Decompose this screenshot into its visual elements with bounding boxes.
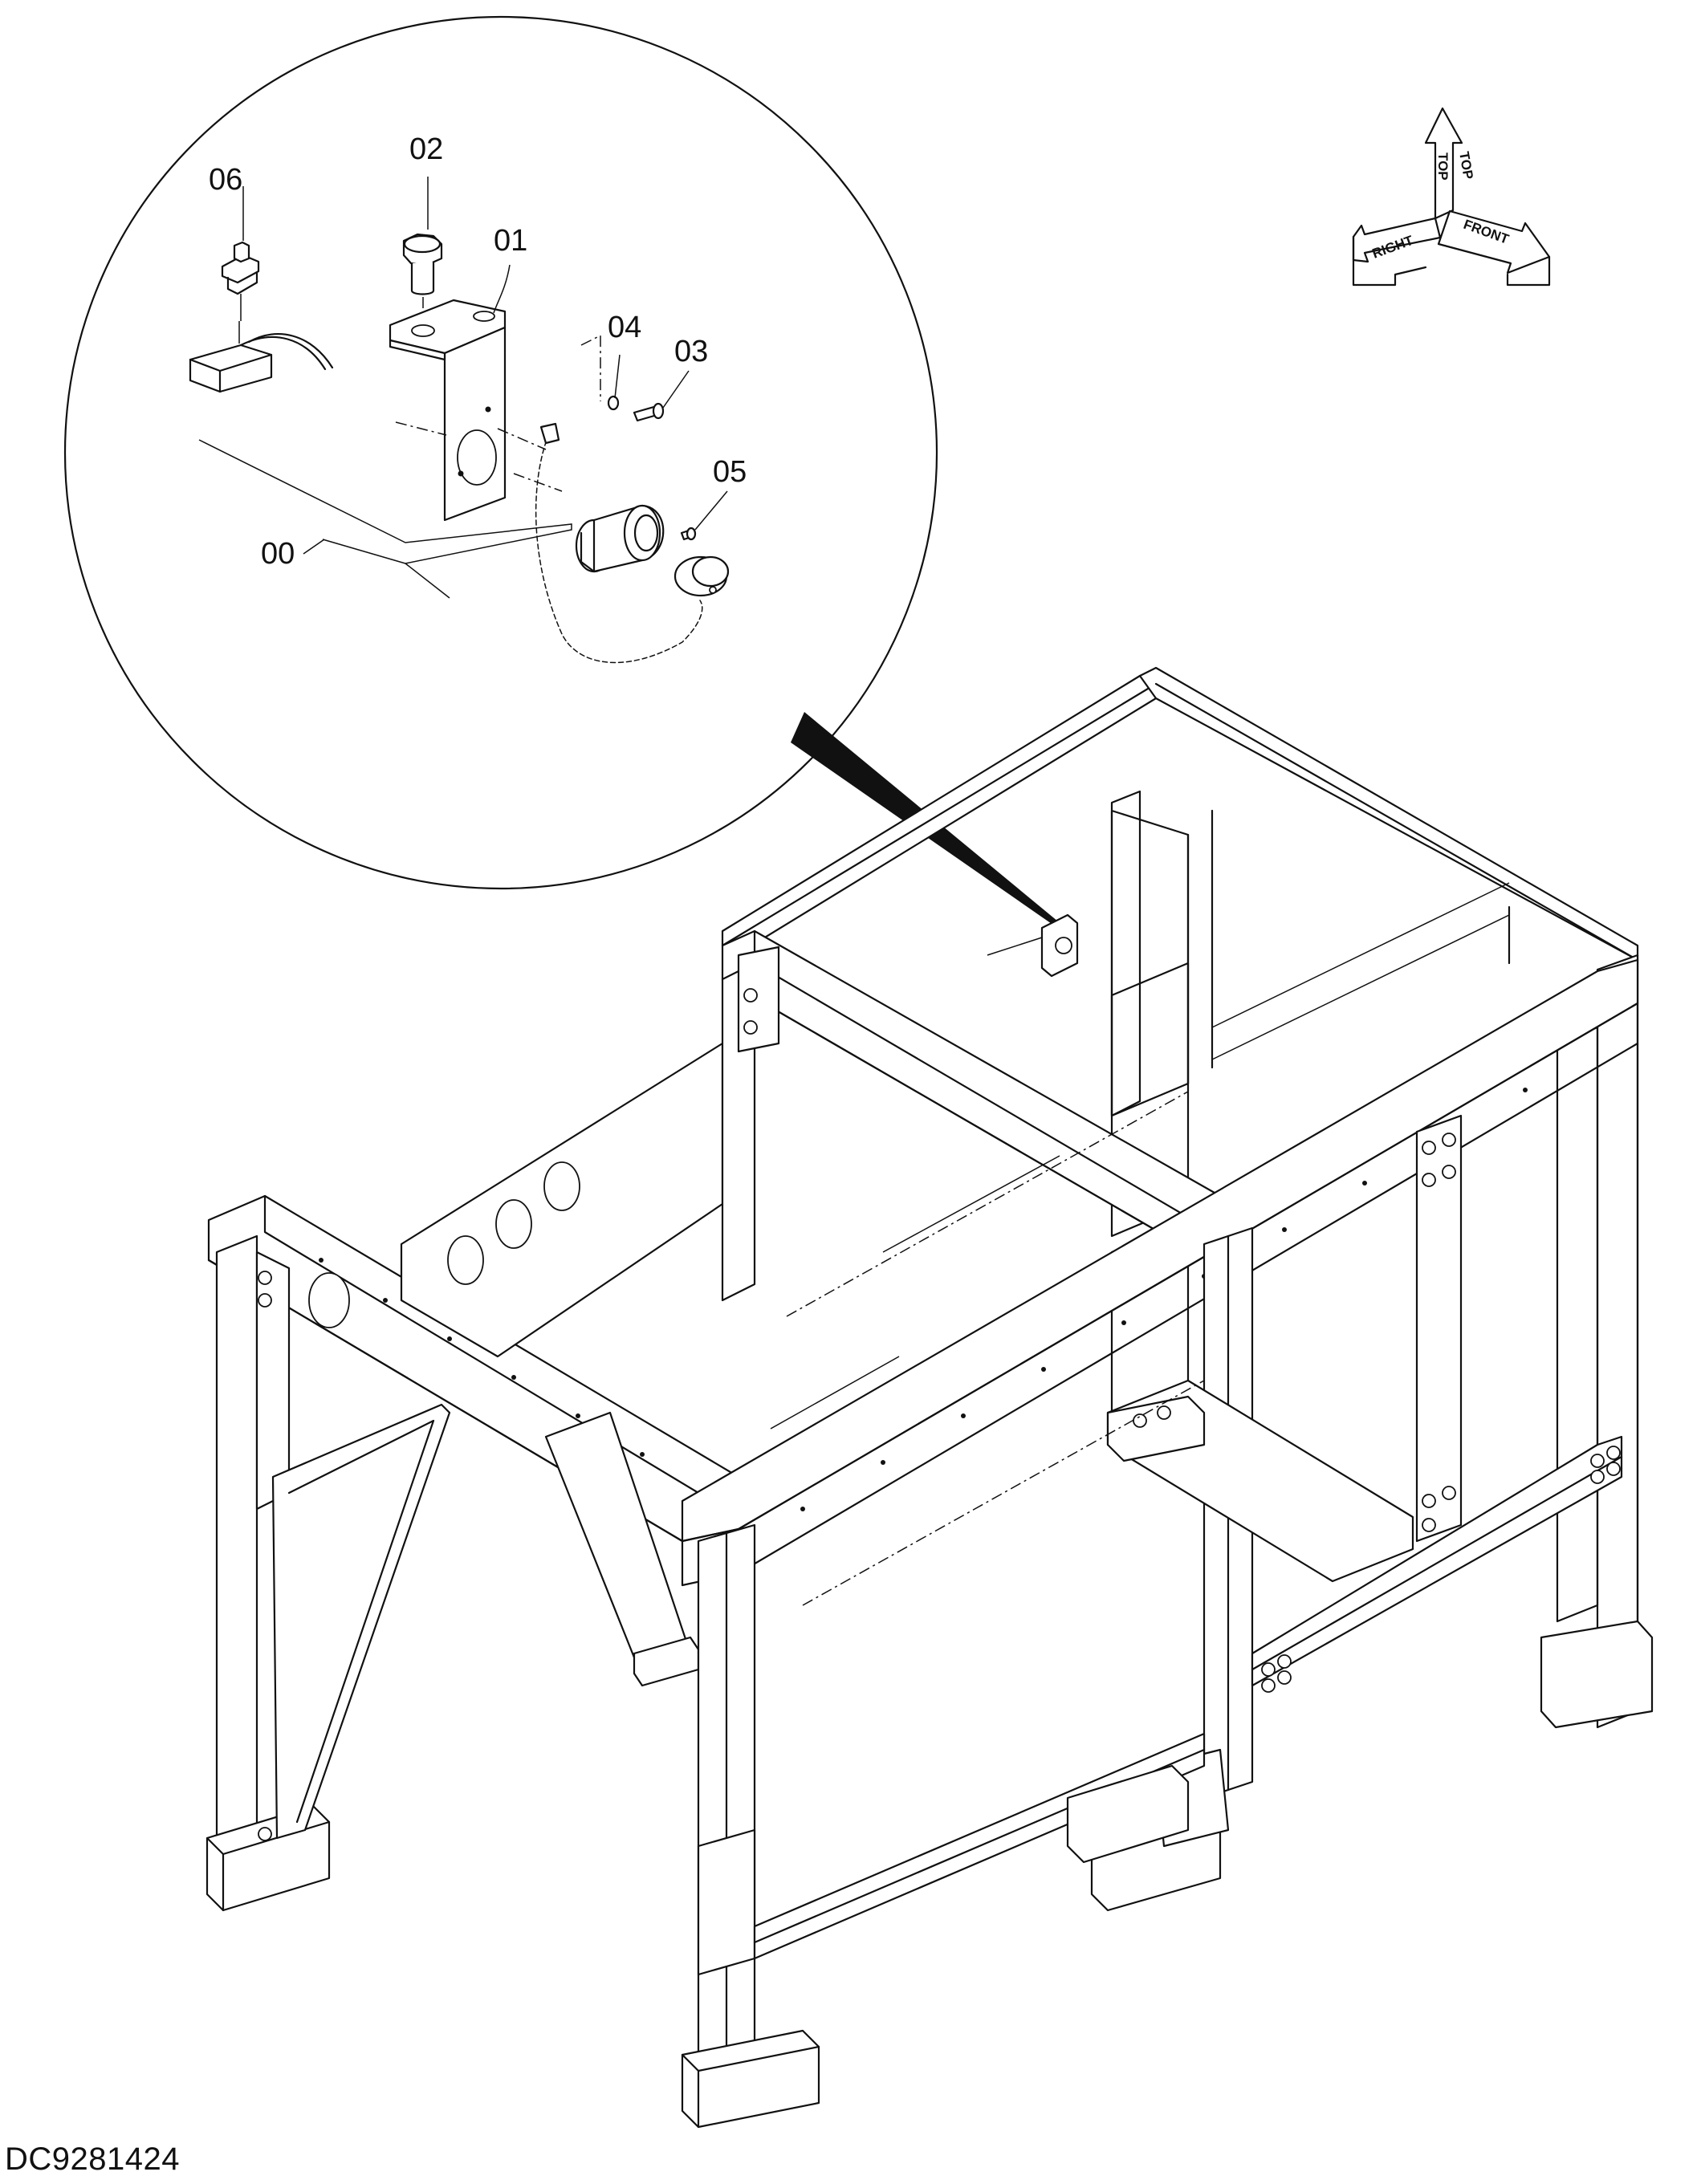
connector-harness — [189, 321, 334, 393]
callout-06: 06 — [209, 163, 242, 197]
callout-00: 00 — [261, 537, 295, 571]
bolt-part — [402, 233, 443, 337]
orientation-top-label-2: TOP — [1456, 150, 1476, 180]
left-brace — [271, 1403, 451, 1840]
callout-02: 02 — [409, 132, 443, 166]
orientation-top-label: TOP — [1435, 153, 1451, 181]
callout-05: 05 — [713, 455, 747, 489]
callout-04: 04 — [608, 311, 641, 344]
receptacle-on-frame — [987, 913, 1079, 978]
small-screw-part — [680, 527, 697, 541]
detail-circle — [63, 15, 938, 890]
washer-part — [580, 334, 620, 411]
screw-part — [633, 402, 665, 422]
right-rear-upright — [1596, 954, 1639, 1729]
cab-frame — [206, 666, 1654, 2129]
clip-part — [221, 241, 260, 321]
orientation-indicator: TOP TOP FRONT RIGHT — [1352, 107, 1551, 287]
left-front-post — [215, 1234, 258, 1864]
receptacle-part — [535, 422, 730, 664]
callout-03: 03 — [674, 335, 708, 368]
detail-view: 00 01 02 03 04 05 06 — [63, 15, 1058, 925]
bracket-part — [389, 299, 563, 522]
drawing-code: DC9281424 — [5, 2141, 180, 2177]
callout-01: 01 — [494, 224, 527, 258]
